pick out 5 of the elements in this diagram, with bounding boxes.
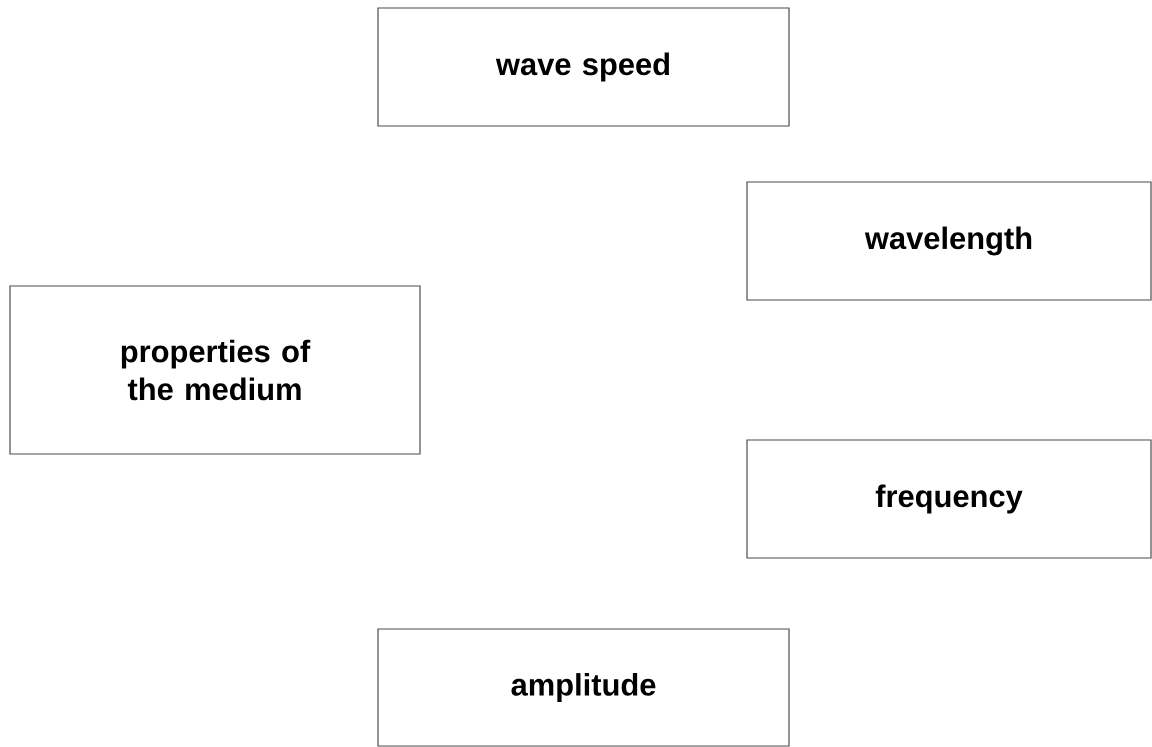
concept-box: properties of the medium	[9, 285, 421, 455]
concept-box: amplitude	[377, 628, 790, 747]
concept-box: wave speed	[377, 7, 790, 127]
concept-box: wavelength	[746, 181, 1152, 301]
concept-box: frequency	[746, 439, 1152, 559]
